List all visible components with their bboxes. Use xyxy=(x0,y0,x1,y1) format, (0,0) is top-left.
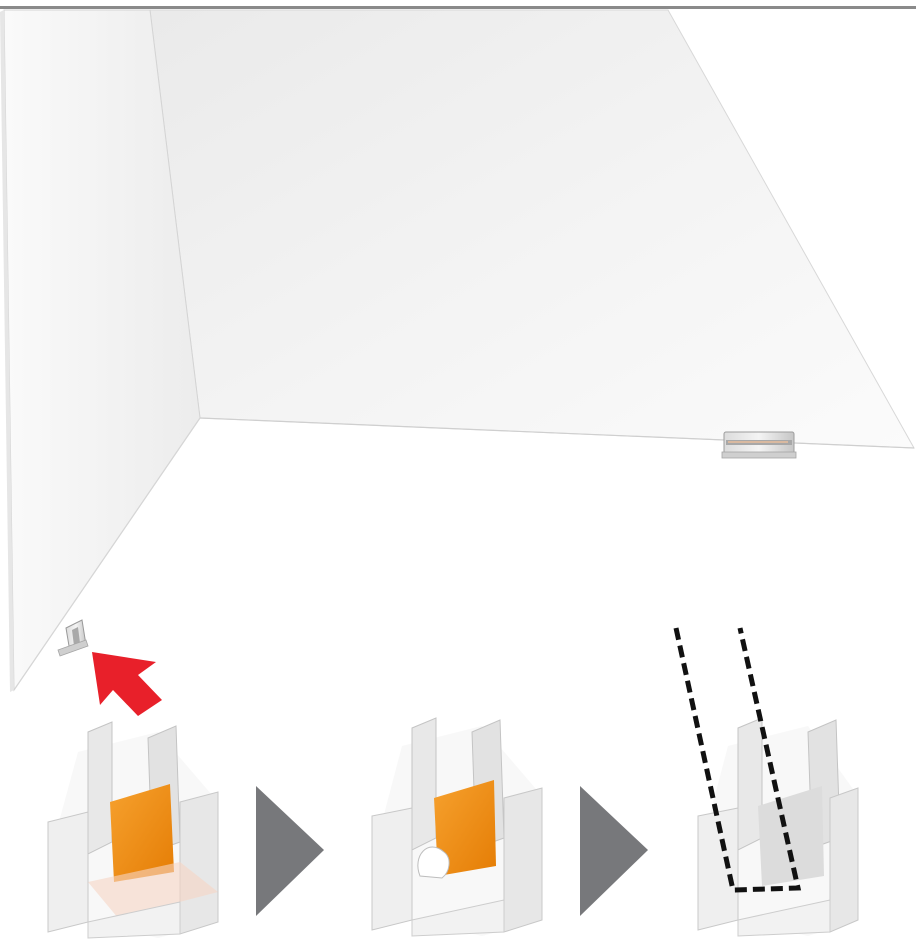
triangle-right-icon xyxy=(580,786,648,916)
step-2-peel xyxy=(372,718,542,936)
red-arrow-icon xyxy=(92,652,162,716)
step-3-insert xyxy=(698,718,858,936)
top-rule xyxy=(0,6,916,9)
wall-clip-right xyxy=(722,432,796,458)
triangle-right-icon xyxy=(256,786,324,916)
back-wall xyxy=(150,10,914,448)
wall-clip-left xyxy=(58,620,88,656)
step-1-adhesive xyxy=(48,722,218,938)
